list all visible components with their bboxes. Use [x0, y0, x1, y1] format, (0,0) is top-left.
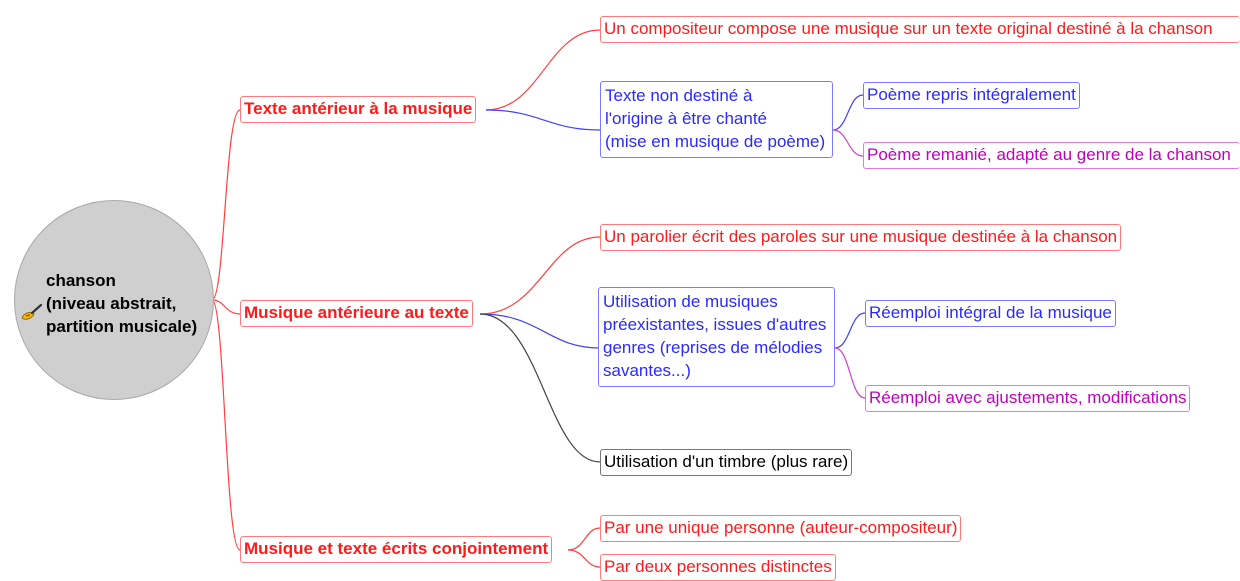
link-conjoint-deux — [567, 549, 601, 568]
branch-musique-anterieure[interactable]: Musique antérieure au texte — [240, 300, 473, 327]
link-musique-preexistantes — [479, 313, 601, 349]
link-texte-compositeur — [485, 29, 601, 111]
non-destine-line-1: Texte non destiné à — [605, 86, 753, 105]
preexistantes-line-3: genres (reprises de mélodies — [603, 337, 823, 357]
link-root-conjoint — [211, 299, 241, 551]
node-poeme-integral[interactable]: Poème repris intégralement — [863, 82, 1080, 109]
link-root-musique — [211, 299, 241, 315]
branch-texte-anterieur[interactable]: Texte antérieur à la musique — [240, 96, 477, 123]
non-destine-line-3: (mise en musique de poème) — [605, 131, 826, 151]
root-node-circle[interactable] — [14, 200, 214, 400]
node-reemploi-integral[interactable]: Réemploi intégral de la musique — [865, 300, 1116, 327]
link-preexistantes-ajustements — [834, 347, 866, 399]
link-nondestine-integral — [832, 94, 864, 131]
node-poeme-remanie[interactable]: Poème remanié, adapté au genre de la cha… — [863, 142, 1240, 169]
node-timbre[interactable]: Utilisation d'un timbre (plus rare) — [600, 449, 853, 476]
root-line-2: (niveau abstrait, — [46, 293, 177, 313]
node-texte-non-destine[interactable]: Texte non destiné à l'origine à être cha… — [600, 81, 833, 158]
link-musique-parolier — [479, 236, 601, 315]
node-reemploi-ajustements[interactable]: Réemploi avec ajustements, modifications — [865, 385, 1191, 412]
node-musiques-preexistantes[interactable]: Utilisation de musiques préexistantes, i… — [598, 287, 835, 387]
node-parolier[interactable]: Un parolier écrit des paroles sur une mu… — [600, 224, 1122, 251]
link-root-texte — [211, 109, 241, 301]
link-musique-timbre — [479, 313, 601, 463]
node-compositeur[interactable]: Un compositeur compose une musique sur u… — [600, 16, 1240, 43]
root-line-3: partition musicale) — [46, 316, 198, 336]
node-unique-personne[interactable]: Par une unique personne (auteur-composit… — [600, 515, 962, 542]
link-conjoint-unique — [567, 527, 601, 551]
link-nondestine-remanie — [832, 129, 864, 157]
root-node-label[interactable]: chanson (niveau abstrait, partition musi… — [46, 270, 197, 339]
preexistantes-line-4: savantes...) — [603, 360, 691, 380]
paintbrush-icon — [21, 303, 43, 320]
preexistantes-line-1: Utilisation de musiques — [603, 292, 778, 311]
preexistantes-line-2: préexistantes, issues d'autres — [603, 314, 827, 334]
link-preexistantes-integral — [834, 312, 866, 349]
root-line-1: chanson — [46, 271, 116, 290]
link-texte-non-destine — [485, 109, 601, 131]
node-deux-personnes[interactable]: Par deux personnes distinctes — [600, 554, 836, 581]
branch-conjointement[interactable]: Musique et texte écrits conjointement — [240, 536, 553, 563]
non-destine-line-2: l'origine à être chanté — [605, 108, 768, 128]
